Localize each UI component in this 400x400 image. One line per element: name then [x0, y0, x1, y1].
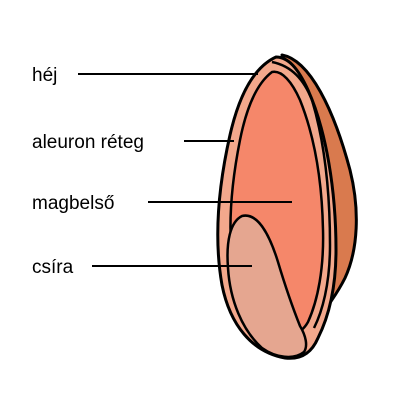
hull-band-line	[271, 60, 332, 329]
label-germ: csíra	[32, 257, 74, 278]
label-endosperm: magbelső	[32, 193, 114, 214]
label-aleurone: aleuron réteg	[32, 132, 144, 153]
germ-shape	[226, 214, 308, 359]
label-hull: héj	[32, 65, 57, 86]
